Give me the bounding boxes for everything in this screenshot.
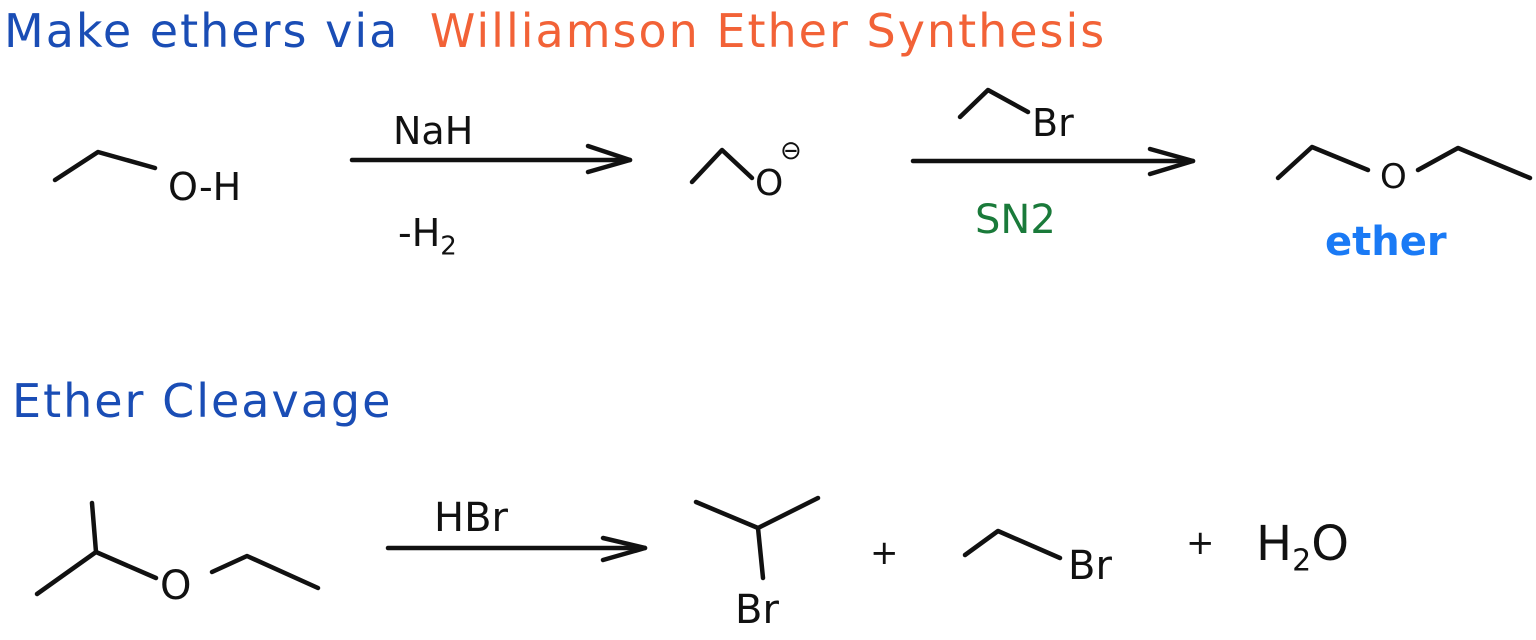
bromide-reagent-br: Br [1032, 101, 1074, 145]
section1-title: Make ethers via Williamson Ether Synthes… [4, 8, 1106, 54]
ethoxide-bonds [689, 147, 755, 185]
cleavage-ether-oxygen: O [160, 563, 192, 609]
h2-byproduct: -H2 [398, 214, 457, 260]
ether-right-bonds [1415, 145, 1533, 181]
h2-subscript: 2 [440, 231, 457, 262]
water-h: H [1256, 516, 1293, 572]
negative-charge-icon: ⊖ [780, 136, 802, 166]
title-prefix: Make ethers via [4, 4, 400, 58]
plus-sign-1: + [870, 533, 899, 573]
isopropyl-br-label: Br [735, 587, 779, 633]
section2-title: Ether Cleavage [12, 374, 393, 428]
ethyl-bromide-product-bonds [962, 528, 1063, 561]
water-o: O [1311, 516, 1349, 572]
plus-sign-2: + [1186, 523, 1215, 563]
ether-product-label: ether [1325, 219, 1447, 265]
ethoxide-oxygen: O [755, 163, 784, 204]
water-subscript: 2 [1292, 543, 1312, 579]
arrowhead-1 [585, 143, 633, 175]
ethanol-bonds [52, 149, 158, 183]
isopropyl-bonds [34, 500, 159, 597]
ether-left-bonds [1275, 144, 1371, 181]
hbr-reagent: HBr [434, 495, 508, 541]
water-product: H2O [1256, 520, 1349, 577]
title-highlight: Williamson Ether Synthesis [429, 4, 1107, 58]
arrowhead-3 [600, 535, 648, 563]
ether-oxygen: O [1380, 157, 1407, 197]
ethyl-bonds [209, 553, 321, 591]
ethyl-br-label: Br [1068, 543, 1112, 589]
arrowhead-2 [1147, 146, 1196, 177]
sn2-mechanism-label: SN2 [975, 197, 1056, 243]
h2-byproduct-text: -H [398, 211, 441, 255]
ethanol-oh-label: O-H [168, 165, 242, 209]
ethyl-bromide-bonds [957, 87, 1031, 120]
isopropyl-bromide-bonds [693, 495, 821, 581]
nah-reagent: NaH [393, 109, 474, 153]
